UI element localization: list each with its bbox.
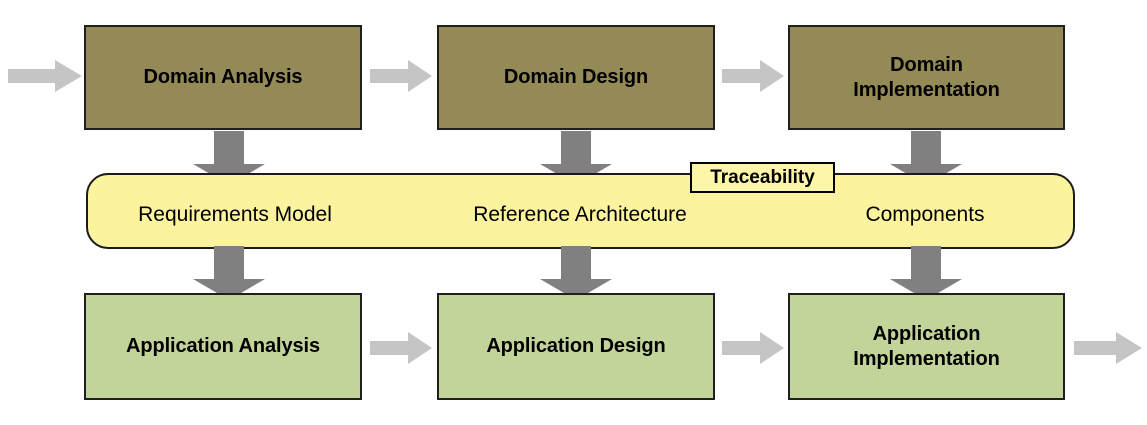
exit-arrow-application-icon [1074, 332, 1142, 364]
band-item-reference-architecture: Reference Architecture [473, 203, 687, 226]
arrow-domain-analysis-to-requirements-model-icon [193, 131, 265, 185]
node-application-implementation-line2: Implementation [853, 347, 1000, 370]
arrow-application-design-to-application-implementation-icon [722, 332, 784, 364]
arrow-application-analysis-to-application-design-icon [370, 332, 432, 364]
band-item-components: Components [865, 203, 985, 226]
node-application-analysis[interactable]: Application Analysis [84, 293, 362, 400]
arrow-components-to-application-implementation-icon [890, 246, 962, 300]
node-application-analysis-label: Application Analysis [126, 335, 320, 357]
node-domain-implementation[interactable]: Domain Implementation [788, 25, 1065, 130]
core-assets-band [86, 173, 1075, 249]
node-application-implementation-line1: Application [872, 322, 981, 345]
node-domain-design[interactable]: Domain Design [437, 25, 715, 130]
band-item-requirements-model: Requirements Model [138, 203, 332, 226]
arrow-domain-design-to-reference-architecture-icon [540, 131, 612, 185]
arrow-domain-analysis-to-domain-design-icon [370, 60, 432, 92]
arrow-requirements-model-to-application-analysis-icon [193, 246, 265, 300]
node-domain-analysis-label: Domain Analysis [143, 66, 303, 88]
node-application-design[interactable]: Application Design [437, 293, 715, 400]
traceability-label: Traceability [690, 162, 835, 193]
node-application-design-label: Application Design [486, 335, 666, 357]
node-domain-design-label: Domain Design [503, 66, 649, 88]
arrow-reference-architecture-to-application-design-icon [540, 246, 612, 300]
node-domain-implementation-line2: Implementation [853, 78, 1000, 101]
node-application-implementation-label: Application Implementation [853, 322, 1000, 372]
node-domain-analysis[interactable]: Domain Analysis [84, 25, 362, 130]
arrow-domain-implementation-to-components-icon [890, 131, 962, 185]
node-application-implementation[interactable]: Application Implementation [788, 293, 1065, 400]
node-domain-implementation-line1: Domain [890, 53, 963, 76]
node-domain-implementation-label: Domain Implementation [853, 53, 1000, 103]
entry-arrow-domain-icon [8, 60, 82, 92]
arrow-domain-design-to-domain-implementation-icon [722, 60, 784, 92]
